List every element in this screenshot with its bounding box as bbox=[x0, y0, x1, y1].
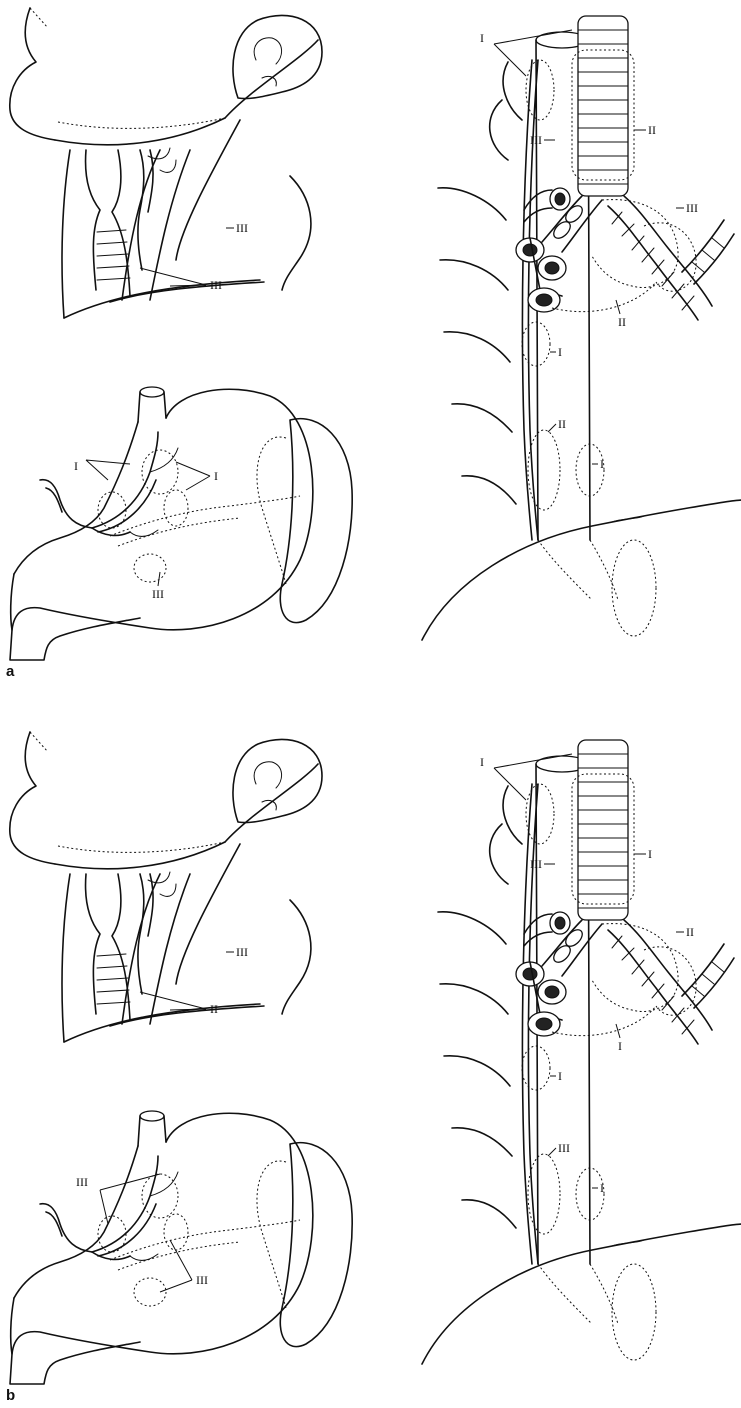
label-thorax-b-4: II bbox=[686, 925, 694, 939]
label-stomach-a-2: I bbox=[214, 469, 218, 483]
thorax-illustration bbox=[422, 16, 741, 640]
label-neck-a-1: III bbox=[236, 221, 248, 235]
thorax-illustration bbox=[422, 740, 741, 1364]
neck-illustration bbox=[10, 8, 322, 318]
label-thorax-a-6: I bbox=[558, 345, 562, 359]
label-stomach-a-1: I bbox=[74, 459, 78, 473]
label-thorax-a-3: II bbox=[648, 123, 656, 137]
panel-letter-b: b bbox=[6, 1387, 15, 1404]
label-stomach-b-2: III bbox=[196, 1273, 208, 1287]
label-thorax-b-7: III bbox=[558, 1141, 570, 1155]
label-thorax-a-8: I bbox=[600, 457, 604, 471]
panel-a: III III I I III I III II III II I II I a bbox=[6, 8, 741, 680]
stomach-illustration bbox=[10, 1111, 352, 1384]
label-thorax-b-6: I bbox=[558, 1069, 562, 1083]
label-thorax-b-5: I bbox=[618, 1039, 622, 1053]
label-thorax-b-2: III bbox=[530, 857, 542, 871]
label-stomach-a-3: III bbox=[152, 587, 164, 601]
label-thorax-a-5: II bbox=[618, 315, 626, 329]
label-thorax-a-7: II bbox=[558, 417, 566, 431]
label-neck-b-2: II bbox=[210, 1002, 218, 1016]
label-thorax-b-1: I bbox=[480, 755, 484, 769]
label-neck-b-1: III bbox=[236, 945, 248, 959]
panel-letter-a: a bbox=[6, 663, 15, 680]
stomach-illustration bbox=[10, 387, 352, 660]
label-thorax-b-8: I bbox=[600, 1181, 604, 1195]
panel-b: III II III III I III I II I I III I b bbox=[6, 732, 741, 1404]
label-neck-a-2: III bbox=[210, 278, 222, 292]
label-thorax-a-2: III bbox=[530, 133, 542, 147]
label-thorax-a-1: I bbox=[480, 31, 484, 45]
label-stomach-b-1: III bbox=[76, 1175, 88, 1189]
label-thorax-b-3: I bbox=[648, 847, 652, 861]
label-thorax-a-4: III bbox=[686, 201, 698, 215]
neck-illustration bbox=[10, 732, 322, 1042]
